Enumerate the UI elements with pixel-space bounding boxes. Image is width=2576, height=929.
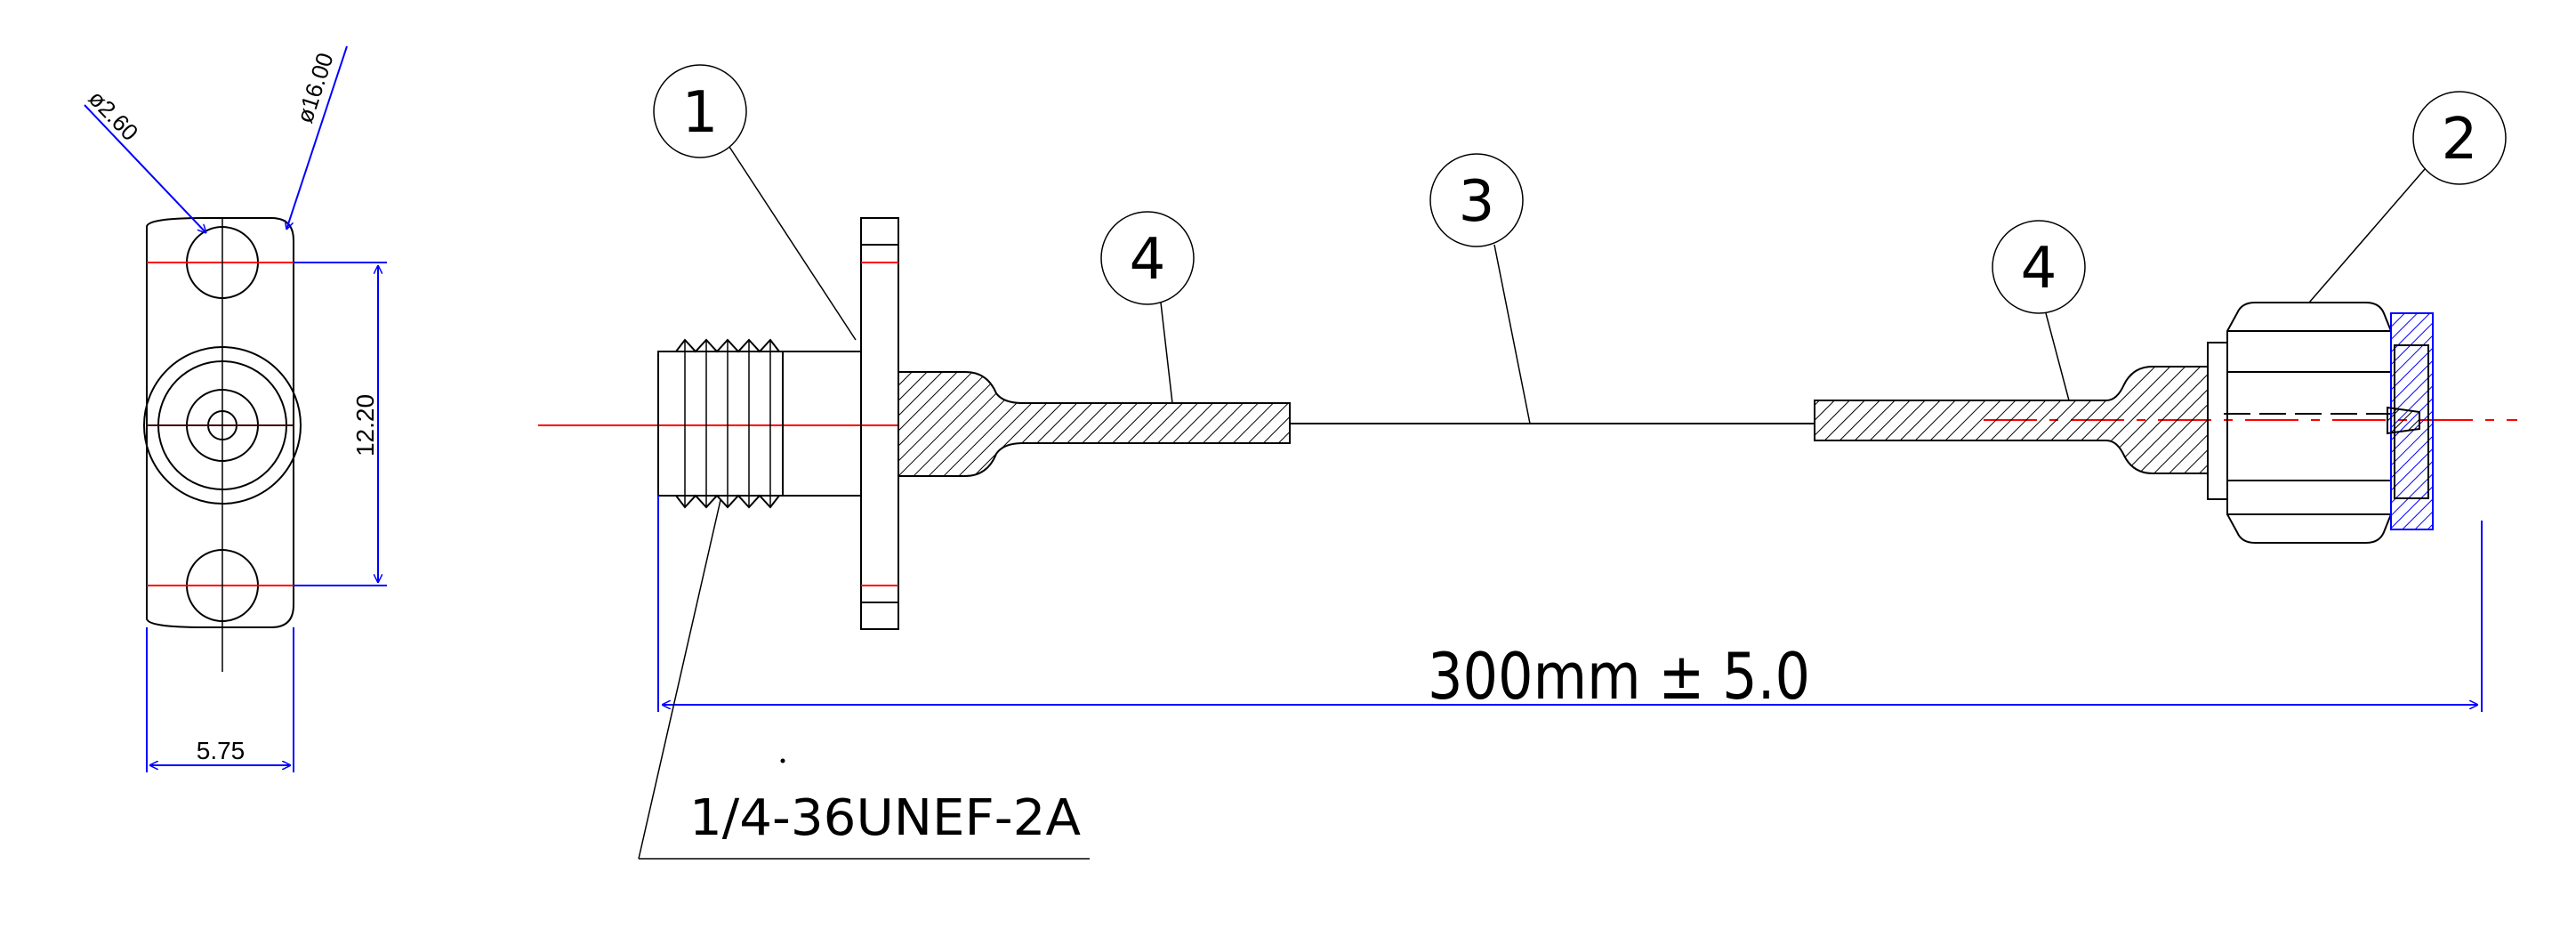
height-dimension-label: 12.20 <box>351 394 379 456</box>
balloon-4-right: 4 <box>1992 220 2086 401</box>
width-dimension-label: 5.75 <box>197 737 246 764</box>
balloon-4-left-label: 4 <box>1130 227 1166 293</box>
balloon-1-label: 1 <box>682 80 719 146</box>
thread-spec-label: 1/4-36UNEF-2A <box>689 789 1081 847</box>
balloon-2-label: 2 <box>2442 107 2478 173</box>
large-diameter-label: ø16.00 <box>291 50 339 126</box>
balloon-3: 3 <box>1429 153 1531 424</box>
balloon-2: 2 <box>2308 91 2507 303</box>
small-diameter-label: ø2.60 <box>84 85 144 146</box>
balloon-4-left: 4 <box>1100 211 1195 404</box>
length-label: 300mm ± 5.0 <box>1428 639 1810 714</box>
balloon-4-right-label: 4 <box>2021 236 2057 302</box>
flange-front-view: 12.20 5.75 ø2.60 ø16.00 <box>84 45 387 772</box>
balloon-1: 1 <box>653 64 857 341</box>
length-dimension: 300mm ± 5.0 <box>657 496 2483 714</box>
thread-callout: 1/4-36UNEF-2A <box>638 499 1090 860</box>
thread-teeth <box>675 338 780 509</box>
cable-assembly-side-view <box>538 217 2517 630</box>
balloon-3-label: 3 <box>1459 169 1495 235</box>
